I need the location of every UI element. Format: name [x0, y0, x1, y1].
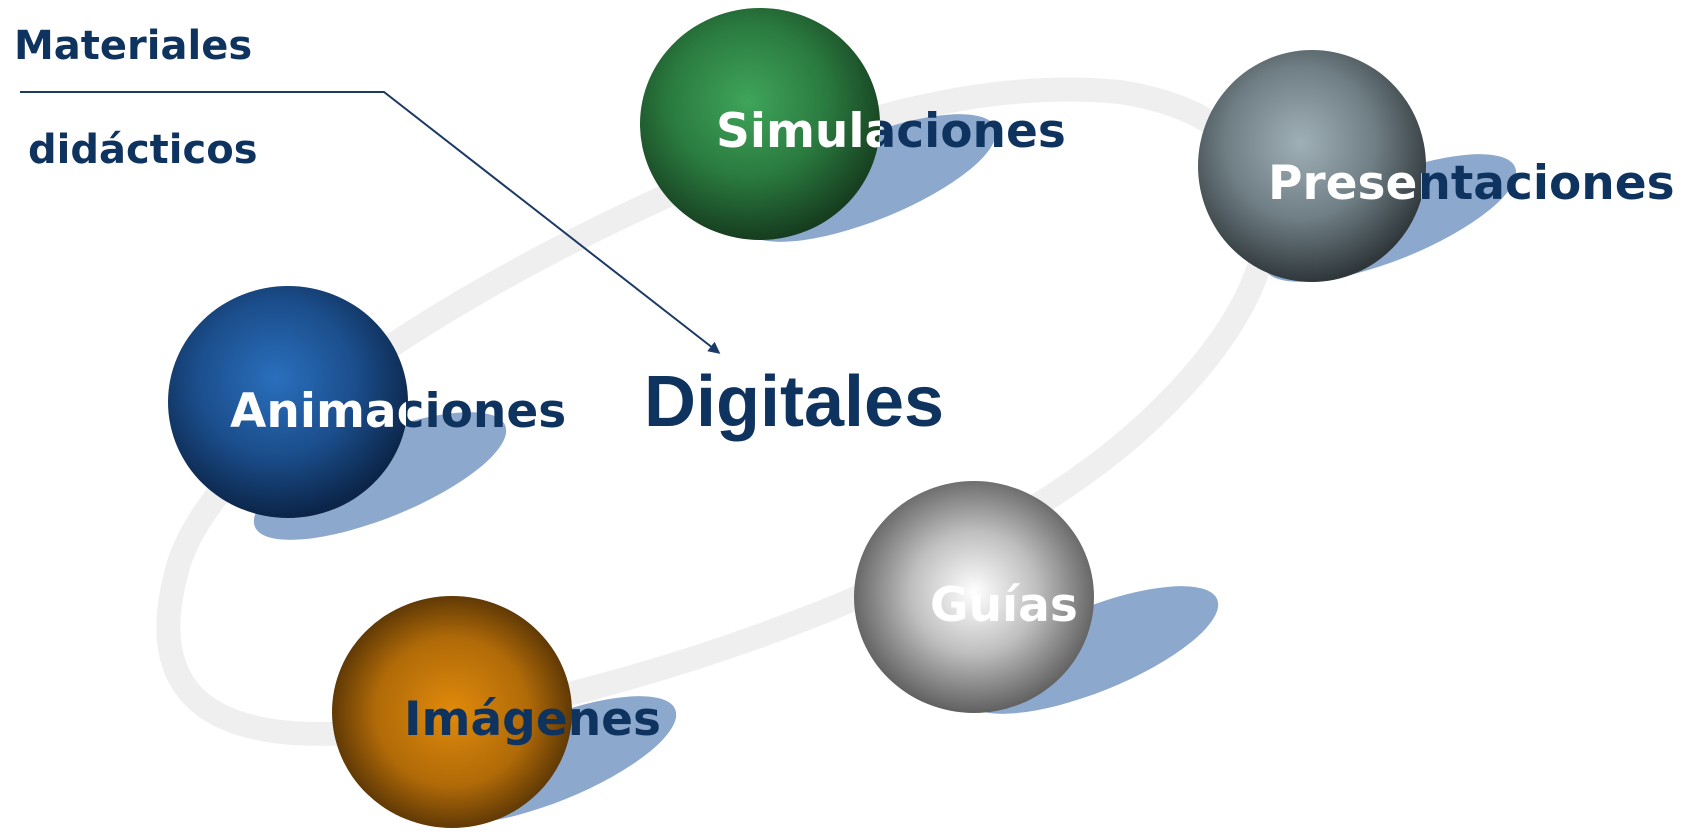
node-label-guias: Guías — [930, 578, 1078, 633]
node-label-animaciones: Animaciones — [230, 384, 567, 439]
center-label: Digitales — [644, 362, 945, 442]
sphere-imagenes — [332, 596, 572, 828]
connector-arrow — [20, 91, 721, 354]
sphere-guias — [854, 481, 1094, 713]
sphere-simulaciones — [640, 8, 880, 240]
node-label-imagenes: Imágenes — [404, 692, 662, 747]
heading-line-2: didácticos — [28, 127, 258, 173]
sphere-animaciones — [168, 286, 408, 518]
node-label-simulaciones: Simulaciones — [716, 104, 1066, 159]
sphere-presentaciones — [1198, 50, 1426, 282]
heading-line-1: Materiales — [14, 23, 253, 69]
node-label-presentaciones: Presentaciones — [1268, 156, 1675, 211]
